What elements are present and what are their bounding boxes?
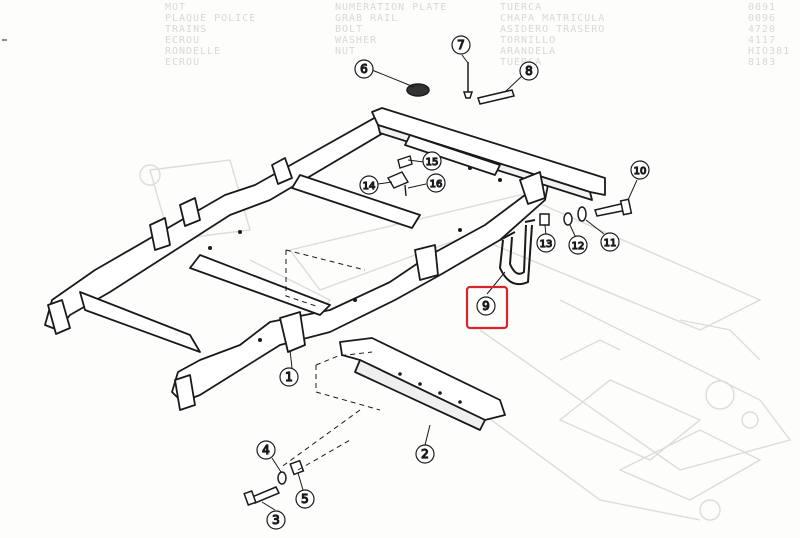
fastener-cluster-right [539,198,633,226]
ghost-column-b: NUMERATION PLATE GRAB RAIL BOLT WASHER N… [335,2,447,57]
callout-label: 16 [430,179,443,190]
callout-label: 13 [540,239,553,250]
bracket-right-front [279,311,306,353]
cross-member-2 [189,254,331,316]
callout-12[interactable]: 12 [568,235,588,255]
chassis-frame [44,107,606,411]
left-side-rail [44,111,396,331]
bolt-3-head [243,490,257,506]
ghost-line: HIO381 [748,46,791,57]
callout-8[interactable]: 8 [519,61,539,81]
ghost-line: CHAPA MATRICULA [500,13,606,24]
ghost-line: 4720 [748,24,777,35]
grab-handle-8 [477,89,515,105]
callout-label: 14 [363,181,376,192]
ghost-line: TUERCA [500,57,543,68]
callout-label: 3 [272,513,280,527]
callout-label: 6 [360,62,368,76]
callout-1[interactable]: 1 [279,367,299,387]
washer-12 [563,212,573,226]
bracket-left-mid [149,217,171,251]
ghost-line: TUERCA [500,2,543,13]
ghost-line: BOLT [335,24,364,35]
bracket-right-mid [414,244,439,281]
u-bolt-part [498,219,536,286]
ghost-line: GRAB RAIL [335,13,399,24]
callout-label: 11 [604,238,617,249]
bracket-fasteners [386,155,413,197]
highlight-box-callout-9 [465,285,509,330]
front-horn-right [174,374,196,411]
callout-2[interactable]: 2 [415,444,435,464]
ghost-line: ASIDERO TRASERO [500,24,606,35]
ghost-line: 8183 [748,57,777,68]
ghost-column-a: MOT PLAQUE POLICE TRAINS ECROU RONDELLE … [165,2,256,68]
front-horn-left [47,299,71,335]
ghost-line: PLAQUE POLICE [165,13,257,24]
callout-label: 5 [301,492,309,506]
ghost-line: MOT [165,2,187,13]
grommet-6 [406,83,430,97]
callout-label: 15 [426,157,439,168]
front-crossmember-part [339,337,506,431]
ghost-column-d: 0091 0096 4720 4117 HIO381 8183 [748,2,790,68]
front-cross-member [79,291,201,353]
ghost-line: ARANDELA [500,46,557,57]
ghost-line: 0096 [748,13,777,24]
callout-4[interactable]: 4 [256,440,276,460]
callout-13[interactable]: 13 [536,233,556,253]
callout-label: 12 [572,241,585,252]
top-parts [406,62,515,105]
cross-member-1 [291,174,421,229]
callout-15[interactable]: 15 [422,151,442,171]
callout-label: 2 [421,447,429,461]
screw-7-head [462,91,474,99]
bracket-left-rear [271,157,293,185]
callout-11[interactable]: 11 [600,232,620,252]
callout-label: 8 [525,64,533,78]
ghost-line: ECROU [165,57,201,68]
callout-14[interactable]: 14 [359,175,379,195]
washer-11 [577,206,587,222]
callout-16[interactable]: 16 [426,173,446,193]
callout-label: 4 [262,443,270,457]
assembly-dash-lines [279,249,381,471]
leader-lines [261,54,638,511]
cross-member-3 [404,134,501,176]
bolt-3 [250,486,281,504]
ghost-line: NUT [335,46,357,57]
bottom-fasteners [243,459,305,506]
nut-13 [539,213,550,226]
callout-7[interactable]: 7 [451,35,471,55]
callout-5[interactable]: 5 [295,489,315,509]
bracket-left-front [179,197,201,227]
ghost-frame-outline [139,159,792,521]
bracket-right-rear [519,171,546,205]
callout-3[interactable]: 3 [266,510,286,530]
ghost-line: ECROU [165,35,201,46]
nut-5 [289,459,305,476]
ghost-line: 0091 [748,2,777,13]
callout-6[interactable]: 6 [354,59,374,79]
callout-9[interactable]: 9 [476,296,496,316]
callout-10[interactable]: 10 [630,160,650,180]
ghost-line: TORNILLO [500,35,557,46]
ghost-line: TRAINS [165,24,208,35]
washer-4 [277,471,287,485]
ghost-line: RONDELLE [165,46,222,57]
bolt-10-head [619,198,633,216]
callout-label: 1 [285,370,293,384]
ghost-line: NUMERATION PLATE [335,2,448,13]
ghost-column-c: TUERCA CHAPA MATRICULA ASIDERO TRASERO T… [500,2,605,68]
callout-label: 10 [634,166,647,177]
callouts: 6 7 8 15 14 16 10 11 12 13 9 1 2 4 5 3 [256,35,650,530]
callout-label: 7 [457,38,465,52]
callout-label: 9 [482,299,490,313]
ghost-line: 4117 [748,35,777,46]
ghost-line: WASHER [335,35,378,46]
